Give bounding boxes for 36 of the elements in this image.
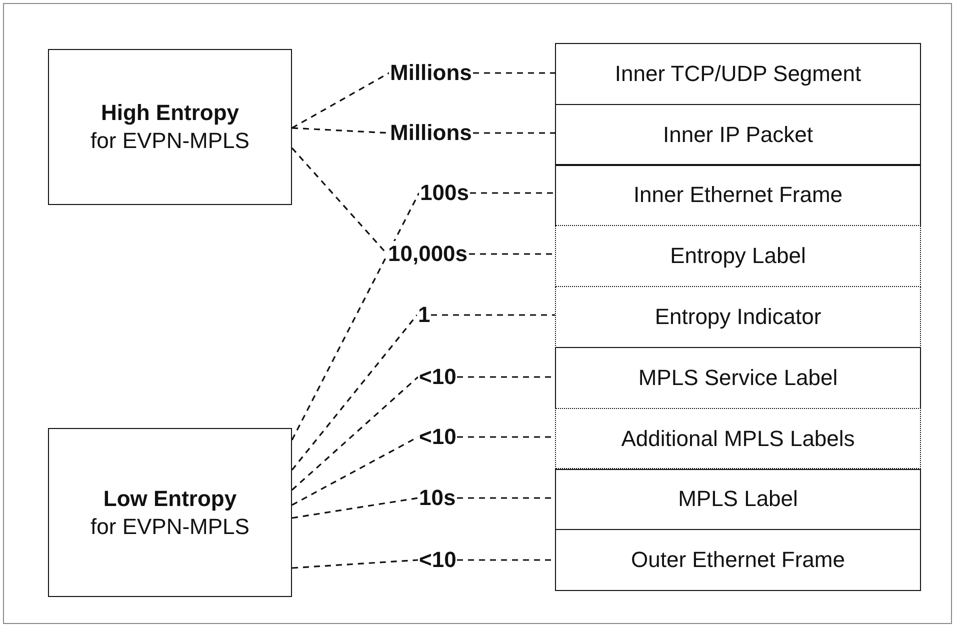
box-title: Low Entropy (103, 484, 237, 512)
box-title: High Entropy (100, 99, 240, 127)
layer-name: Entropy Indicator (654, 302, 822, 331)
header-layer-box (555, 43, 921, 104)
header-layer-box (555, 529, 921, 591)
header-layer-box (555, 468, 921, 530)
dashed-connector (473, 72, 555, 74)
header-layer-box (555, 286, 921, 348)
layer-name: MPLS Service Label (638, 364, 838, 392)
header-layer-box (555, 347, 921, 408)
dashed-connector (292, 559, 418, 569)
dashed-connector (292, 72, 390, 129)
entropy-box (48, 49, 292, 205)
dashed-connector (469, 253, 555, 255)
dashed-connector (470, 192, 555, 194)
layer-name: Inner Ethernet Frame (633, 181, 843, 210)
dashed-connector (291, 376, 419, 491)
dashed-connector (473, 132, 555, 134)
dashed-connector (291, 314, 418, 470)
header-layer-box (555, 225, 921, 287)
dashed-connector (291, 192, 420, 440)
layer-name: Inner TCP/UDP Segment (614, 60, 862, 88)
header-layer-box (555, 164, 921, 226)
layer-name: Additional MPLS Labels (621, 424, 855, 453)
layer-name: Inner IP Packet (662, 120, 813, 149)
dashed-connector (292, 497, 418, 519)
layer-name: Entropy Label (670, 242, 806, 270)
box-subtitle: for EVPN-MPLS (90, 512, 250, 540)
layer-name: MPLS Label (678, 485, 798, 514)
layer-name: Outer Ethernet Frame (631, 546, 845, 574)
header-layer-box (555, 408, 921, 470)
dashed-connector (431, 314, 555, 316)
header-layer-box (555, 104, 921, 166)
entropy-box (48, 428, 292, 597)
box-subtitle: for EVPN-MPLS (90, 127, 250, 155)
count-label: 10,000s (387, 241, 469, 267)
